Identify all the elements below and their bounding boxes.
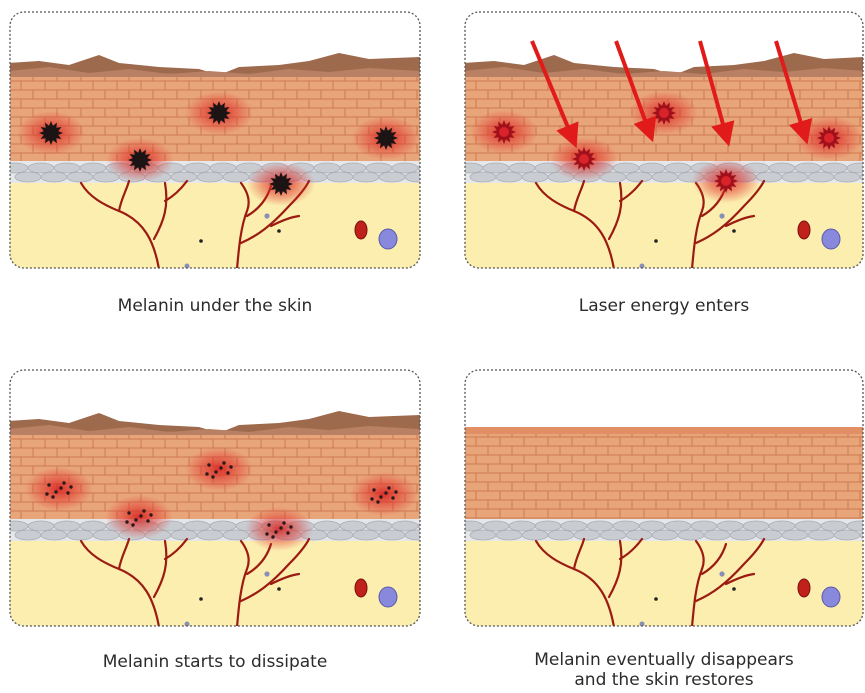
- melanin-spot: [470, 110, 538, 154]
- panel-skin-restored: [464, 369, 864, 627]
- melanin-spot: [105, 495, 173, 539]
- blue-blood-cell: [379, 587, 397, 607]
- melanin-spot: [550, 137, 618, 181]
- red-blood-cell: [798, 221, 810, 239]
- panel-laser-energy-enters: [464, 11, 864, 269]
- melanin-spot: [352, 116, 420, 160]
- caption-melanin-under-skin: Melanin under the skin: [9, 296, 421, 316]
- melanin-spot: [17, 111, 85, 155]
- skin-diagram-dissipating: [9, 369, 421, 627]
- melanin-spot: [350, 472, 418, 516]
- red-blood-cell: [798, 579, 810, 597]
- basal-cells: [9, 521, 421, 540]
- skin-surface: [464, 427, 864, 434]
- skin-diagram-laser-hit: [464, 11, 864, 269]
- skin-diagram-melanin-present: [9, 11, 421, 269]
- caption-line-1: Melanin eventually disappears: [464, 650, 864, 670]
- basal-cells: [464, 521, 864, 540]
- blue-blood-cell: [822, 587, 840, 607]
- red-blood-cell: [355, 221, 367, 239]
- melanin-spot: [106, 138, 174, 182]
- melanin-spot: [247, 162, 315, 206]
- basal-cells: [464, 163, 864, 182]
- basal-cells: [9, 163, 421, 182]
- melanin-spot: [245, 507, 313, 551]
- melanin-spot: [795, 116, 863, 160]
- melanin-spot: [185, 447, 253, 491]
- melanin-spot: [25, 467, 93, 511]
- skin-diagram-restored: [464, 369, 864, 627]
- caption-melanin-dissipate: Melanin starts to dissipate: [9, 652, 421, 672]
- blue-blood-cell: [822, 229, 840, 249]
- melanin-spot: [185, 91, 253, 135]
- melanin-spot: [630, 91, 698, 135]
- caption-laser-energy-enters: Laser energy enters: [464, 296, 864, 316]
- panel-melanin-under-skin: [9, 11, 421, 269]
- caption-line-2: and the skin restores: [464, 670, 864, 690]
- caption-skin-restored: Melanin eventually disappears and the sk…: [464, 650, 864, 690]
- melanin-spot: [692, 159, 760, 203]
- blue-blood-cell: [379, 229, 397, 249]
- panel-melanin-dissipate: [9, 369, 421, 627]
- red-blood-cell: [355, 579, 367, 597]
